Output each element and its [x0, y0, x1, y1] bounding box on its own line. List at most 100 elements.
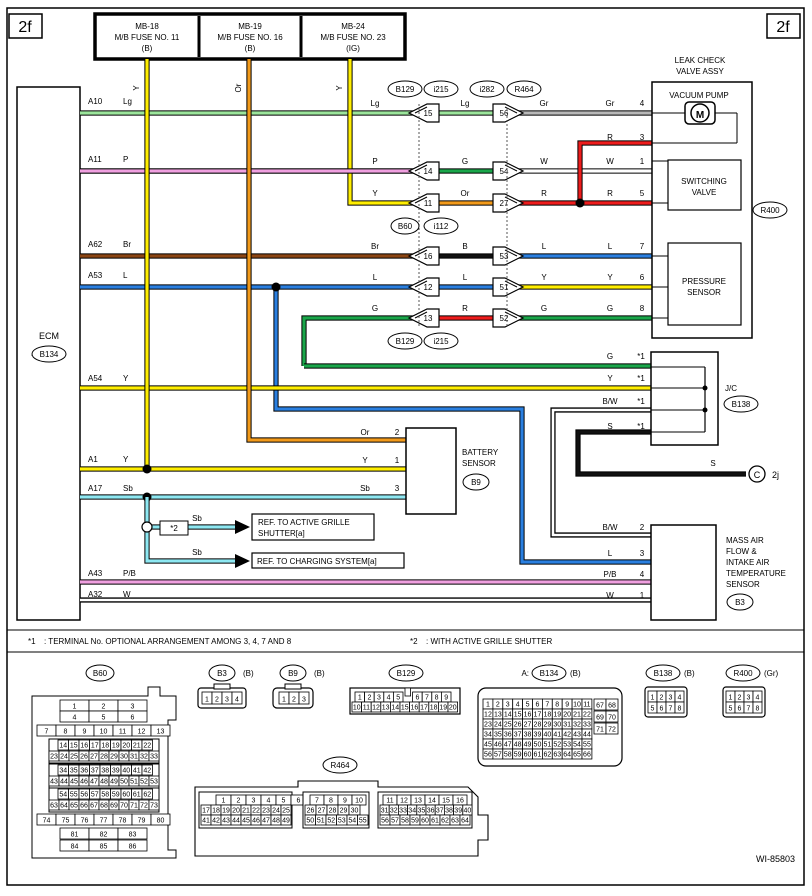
- ecm-wire-color: Sb: [123, 484, 133, 493]
- motor-icon-circle: [690, 103, 710, 123]
- pin-label: 9: [83, 729, 87, 736]
- pin-label: 30: [351, 808, 359, 815]
- outer-frame: [6, 7, 805, 886]
- pin-cell: [148, 799, 160, 811]
- ref-active-grille-box[interactable]: [251, 513, 375, 541]
- pin-cell: [148, 750, 160, 762]
- pin-label: 77: [100, 818, 108, 825]
- pin-cell: [141, 788, 153, 800]
- pin-label: 74: [43, 818, 51, 825]
- row-far-color: W: [606, 157, 614, 166]
- row-right-color: Y: [541, 273, 547, 282]
- row-mid-color: G: [462, 157, 468, 166]
- pin-label: 3: [131, 704, 135, 711]
- battery-terminal-2: 2: [395, 428, 400, 437]
- ecm-pin-A32: A32: [88, 590, 103, 599]
- pin-label: 14: [391, 705, 399, 712]
- pin-11: 11: [424, 199, 433, 208]
- note-1-text: : TERMINAL No. OPTIONAL ARRANGEMENT AMON…: [44, 637, 292, 646]
- chevron-detail: [414, 196, 428, 204]
- ground-symbol: [748, 465, 766, 483]
- pin-label: 56: [80, 792, 88, 799]
- pin-label: 84: [71, 844, 79, 851]
- pin-cell: [581, 748, 593, 760]
- row-right-color: L: [542, 242, 547, 251]
- pin-label: 11: [583, 702, 590, 709]
- fuse-wire-color: Y: [335, 85, 344, 91]
- r400-callout-label: R400: [760, 206, 780, 215]
- pin-label: 41: [202, 818, 210, 825]
- pin-label: 22: [252, 808, 260, 815]
- pin-label: 55: [359, 818, 367, 825]
- pin-label: 34: [408, 808, 416, 815]
- fuse-supply: (B): [142, 44, 153, 53]
- wire-g-jc: [302, 316, 414, 366]
- pin-cell: [447, 701, 459, 713]
- leak-check-title-2: VALVE ASSY: [676, 67, 724, 76]
- conn-view-callout-label: B138: [654, 669, 673, 678]
- arrow-charging: [235, 554, 250, 568]
- ecm-wire-color: Lg: [123, 97, 132, 106]
- ecm-title: ECM: [39, 331, 59, 341]
- row-right-color: W: [540, 157, 548, 166]
- pin-cell: [298, 691, 310, 705]
- conn-view-callout-label: B129: [397, 669, 416, 678]
- pin-label: 19: [439, 705, 447, 712]
- jc-row-color: B/W: [602, 397, 618, 406]
- pin-label: 6: [535, 702, 539, 709]
- jc-row-color: G: [607, 352, 613, 361]
- pin-label: 73: [150, 803, 158, 810]
- pin-label: 17: [420, 705, 428, 712]
- pin-label: 5: [102, 715, 106, 722]
- pin-label: 7: [315, 798, 319, 805]
- ecm-wire-color: L: [123, 271, 128, 280]
- conn-view-color: (B): [314, 669, 325, 678]
- b138-callout-label: B138: [732, 400, 751, 409]
- pin-label: 21: [242, 808, 250, 815]
- note-2-box: [159, 520, 189, 536]
- pin-label: 3: [377, 695, 381, 702]
- maf-label-4: TEMPERATURE: [726, 569, 786, 578]
- pin-cell: [605, 722, 619, 735]
- wire-or-fuse16: [247, 59, 406, 442]
- terminal-6: 6: [640, 273, 645, 282]
- pin-label: 31: [381, 808, 389, 815]
- pin-label: 6: [415, 695, 419, 702]
- pin-label: 7: [425, 695, 429, 702]
- pin-label: 43: [222, 818, 230, 825]
- pin-label: 2: [496, 702, 500, 709]
- pin-label: 38: [524, 732, 532, 739]
- pin-label: 44: [232, 818, 240, 825]
- pin-label: 40: [464, 808, 472, 815]
- maf-pin-color: P/B: [604, 570, 617, 579]
- pin-label: 35: [418, 808, 426, 815]
- b3-callout: [726, 593, 754, 611]
- pin-label: 12: [400, 798, 408, 805]
- pin-label: 15: [401, 705, 409, 712]
- pin-label: 29: [110, 754, 118, 761]
- pin-label: 19: [222, 808, 230, 815]
- joint-connector: [650, 351, 719, 446]
- pin-56: 56: [500, 109, 509, 118]
- pin-label: 50: [306, 818, 314, 825]
- pin-label: 70: [120, 803, 128, 810]
- pin-label: 23: [50, 754, 58, 761]
- maf-label-2: FLOW &: [726, 547, 757, 556]
- pin-label: 75: [62, 818, 70, 825]
- pin-label: 33: [583, 722, 591, 729]
- fuse-supply: (IG): [346, 44, 360, 53]
- terminal-1: 1: [640, 157, 645, 166]
- battery-terminal-3: 3: [395, 484, 400, 493]
- r-branch-color: R: [607, 133, 613, 142]
- pin-label: 40: [543, 732, 551, 739]
- optional-splice: [141, 521, 153, 533]
- pin-label: 85: [100, 844, 108, 851]
- ref-charging-box[interactable]: [251, 552, 405, 569]
- pin-label: 52: [553, 742, 561, 749]
- connector-chevron: [407, 308, 440, 328]
- pin-label: 18: [543, 712, 551, 719]
- pin-label: 26: [80, 754, 88, 761]
- connector-chevron: [407, 277, 440, 297]
